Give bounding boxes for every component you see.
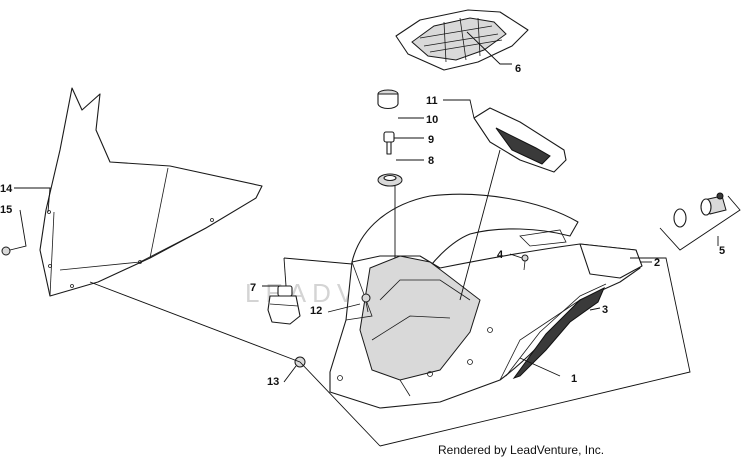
key-switch <box>377 89 399 110</box>
decal-strip <box>505 283 607 379</box>
callout-9: 9 <box>428 134 434 146</box>
hood-cowl <box>329 193 641 409</box>
gauge-module <box>473 107 567 173</box>
screw-part-12 <box>361 293 371 313</box>
callout-10: 10 <box>426 114 438 126</box>
side-trim <box>579 243 643 279</box>
callout-3: 3 <box>602 304 608 316</box>
plug-switch <box>267 285 301 325</box>
screw-part-15 <box>1 246 11 256</box>
callout-11: 11 <box>426 95 438 107</box>
callout-15: 15 <box>0 204 12 216</box>
windshield <box>39 87 263 297</box>
socket-assembly <box>673 192 727 228</box>
storage-tray <box>395 9 529 71</box>
grommet <box>377 173 403 187</box>
key <box>383 131 395 155</box>
callout-5: 5 <box>719 245 725 257</box>
leader-lines <box>9 31 741 447</box>
callout-8: 8 <box>428 155 434 167</box>
callout-6: 6 <box>515 63 521 75</box>
callout-1: 1 <box>571 373 577 385</box>
callout-4: 4 <box>497 249 504 261</box>
callout-14: 14 <box>0 183 13 195</box>
callout-7: 7 <box>250 282 256 294</box>
render-credit: Rendered by LeadVenture, Inc. <box>438 443 605 457</box>
callout-13: 13 <box>267 376 279 388</box>
callout-12: 12 <box>310 305 322 317</box>
callout-2: 2 <box>654 257 660 269</box>
callout-labels: 1 2 3 4 5 6 7 8 9 10 11 12 13 14 15 <box>0 63 725 388</box>
